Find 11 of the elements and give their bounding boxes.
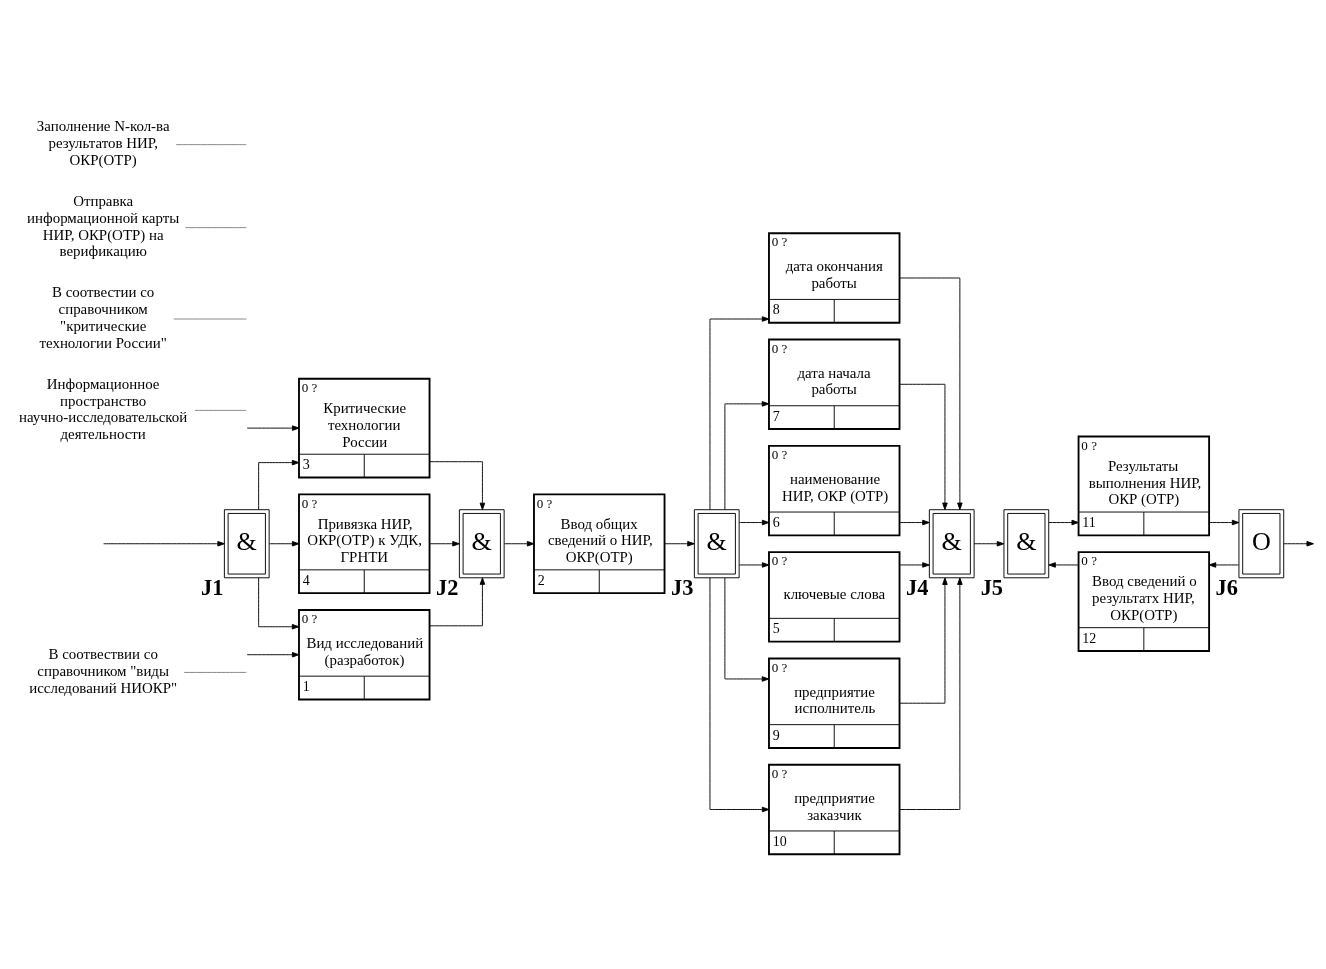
node-label: J4 (906, 574, 929, 600)
node-label: J1 (201, 574, 224, 600)
node-label: J6 (1215, 574, 1239, 600)
node-text: Информационное пространство научно-исследовательской деятельности (19, 375, 188, 442)
node-text: В соотвествии со справочником "виды исследований НИОКР" (29, 645, 178, 696)
node-label: J2 (436, 574, 459, 600)
node-text: Отправка информационной карты НИР, ОКР(ОТР) на верификацию (27, 192, 180, 259)
node-text: В соотвестии со справочником "критические технологии России" (39, 283, 167, 351)
node-label: J3 (671, 574, 694, 600)
node-label: J5 (980, 574, 1004, 600)
node-text: Заполнение N-кол-ва результатов НИР, ОКР(ОТР) (36, 117, 170, 168)
